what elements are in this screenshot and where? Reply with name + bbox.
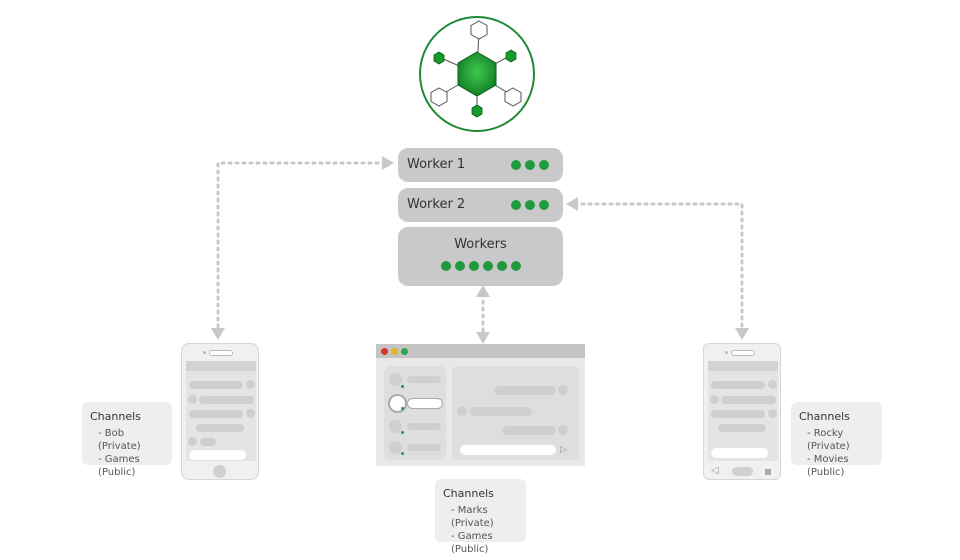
channel-item: - Bob (Private) (98, 428, 141, 452)
channel-item: - Games (Public) (98, 454, 140, 478)
camera-dot (725, 351, 728, 354)
status-dot (511, 261, 521, 271)
workers-pool-label: Workers (454, 237, 507, 252)
avatar (768, 409, 777, 418)
phone-screen (186, 361, 256, 461)
avatar-selected (388, 394, 407, 413)
android-phone-icon: ◁ (703, 343, 781, 480)
message-input (189, 450, 246, 460)
arrowhead (735, 328, 749, 340)
status-dot (441, 261, 451, 271)
online-dot (401, 385, 404, 388)
typing-indicator (200, 438, 216, 446)
avatar (246, 380, 255, 389)
message-bubble (711, 410, 765, 418)
avatar (246, 409, 255, 418)
contact-name-selected (407, 398, 443, 409)
chat-panel: ▷ (452, 366, 579, 460)
message-input (711, 448, 768, 458)
avatar (558, 385, 568, 395)
avatar (389, 373, 402, 386)
channel-item: - Marks (Private) (451, 505, 494, 529)
contacts-panel (384, 366, 446, 460)
arrowhead (476, 332, 490, 344)
message-bubble (196, 424, 244, 432)
send-icon: ▷ (560, 444, 567, 454)
message-bubble (718, 424, 766, 432)
channel-item: - Movies (Public) (807, 454, 849, 478)
phone-screen (708, 361, 778, 461)
channel-item: - Rocky (Private) (807, 428, 850, 452)
channels-title: Channels (443, 487, 494, 500)
minimize-dot (391, 348, 398, 355)
hexagon-network-icon (419, 16, 535, 132)
channel-item: - Games (Public) (451, 531, 493, 555)
avatar (710, 395, 719, 404)
status-dot (483, 261, 493, 271)
arrowhead (211, 328, 225, 340)
connector-worker2-right-phone (573, 202, 744, 332)
window-titlebar (376, 344, 585, 358)
message-bubble (711, 381, 765, 389)
message-bubble (502, 426, 556, 435)
status-dot (511, 160, 521, 170)
contact-name (407, 444, 441, 451)
avatar (389, 420, 402, 433)
arrowhead (382, 156, 394, 170)
camera-dot (203, 351, 206, 354)
avatar (389, 441, 402, 454)
status-dot (539, 200, 549, 210)
channels-card-center: Channels - Marks (Private) - Games (Publ… (435, 479, 526, 555)
message-bubble (189, 381, 243, 389)
contact-name (407, 376, 441, 383)
message-bubble (199, 396, 254, 404)
app-bar (708, 361, 778, 371)
arrowhead (476, 285, 490, 297)
channels-title: Channels (799, 410, 850, 423)
message-bubble (494, 386, 556, 395)
home-nav-button (732, 467, 753, 476)
home-button (213, 465, 226, 478)
back-nav-icon: ◁ (711, 465, 719, 476)
status-dot (469, 261, 479, 271)
online-dot (401, 431, 404, 434)
status-dot (497, 261, 507, 271)
arrowhead (566, 197, 578, 211)
speaker-grille (209, 350, 233, 356)
channels-card-left: Channels - Bob (Private) - Games (Public… (82, 402, 172, 478)
speaker-grille (731, 350, 755, 356)
workers-pool-box: Workers (398, 227, 563, 286)
close-dot (381, 348, 388, 355)
message-bubble (470, 407, 532, 416)
message-bubble (189, 410, 243, 418)
browser-window-icon: ▷ (376, 344, 585, 466)
status-dot (525, 200, 535, 210)
avatar (558, 425, 568, 435)
contact-name (407, 423, 441, 430)
app-bar (186, 361, 256, 371)
status-dot (455, 261, 465, 271)
avatar (768, 380, 777, 389)
status-dot (539, 160, 549, 170)
message-input (460, 445, 556, 455)
message-bubble (721, 396, 776, 404)
avatar (457, 406, 467, 416)
status-dot (511, 200, 521, 210)
recents-nav-icon (765, 469, 771, 475)
smartphone-icon (181, 343, 259, 480)
worker-1-label: Worker 1 (407, 157, 466, 172)
maximize-dot (401, 348, 408, 355)
worker-2-box: Worker 2 (398, 188, 563, 222)
avatar (188, 437, 197, 446)
worker-2-label: Worker 2 (407, 197, 466, 212)
avatar (188, 395, 197, 404)
connector-worker1-left-phone (216, 161, 387, 332)
channels-card-right: Channels - Rocky (Private) - Movies (Pub… (791, 402, 882, 478)
channels-title: Channels (90, 410, 141, 423)
worker-1-box: Worker 1 (398, 148, 563, 182)
online-dot (401, 452, 404, 455)
online-dot (401, 407, 404, 410)
status-dot (525, 160, 535, 170)
